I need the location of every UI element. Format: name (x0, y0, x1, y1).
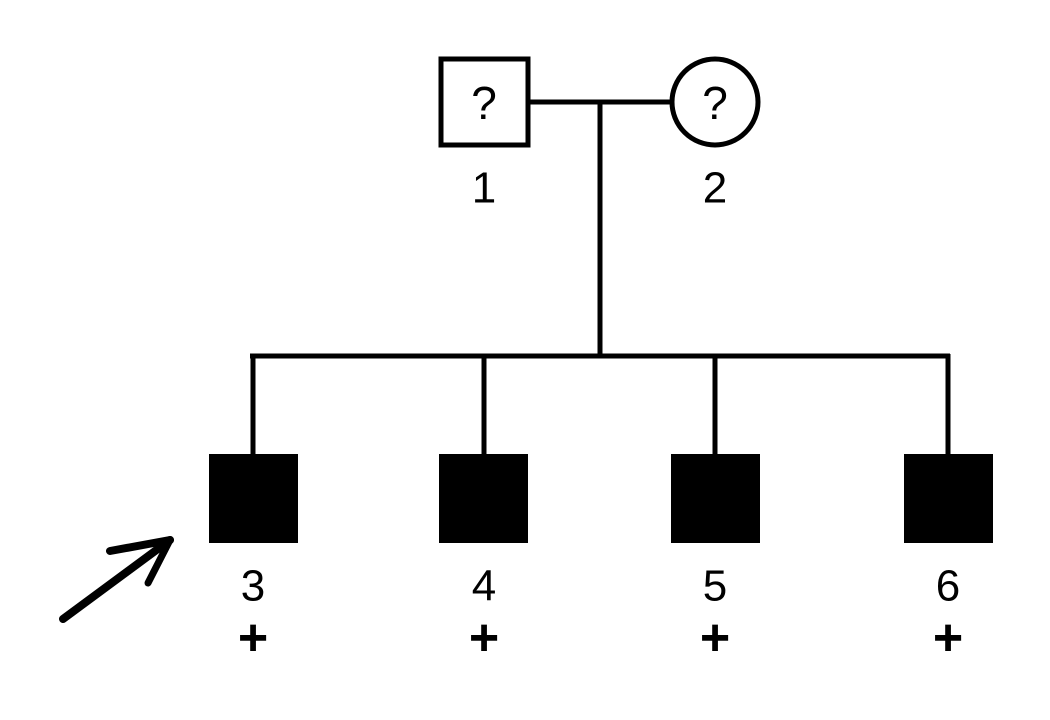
individual-3-status-mark: + (238, 609, 268, 667)
proband-arrow-head-upper (106, 536, 174, 555)
individual-1-id-label: 1 (472, 164, 496, 213)
symbol-square-male-affected[interactable] (904, 454, 993, 543)
individual-4-status-mark: + (469, 609, 499, 667)
symbol-square-male-unaffected[interactable] (438, 56, 531, 148)
individual-3-id-label: 3 (241, 562, 265, 611)
individual-2-id-label: 2 (703, 164, 727, 213)
proband-arrow-shaft (59, 536, 174, 623)
individual-6[interactable]: 6 + (904, 454, 993, 667)
individual-5[interactable]: 5 + (671, 454, 760, 667)
symbol-square-male-affected[interactable] (209, 454, 298, 543)
individual-1-inner-text: ? (471, 77, 497, 129)
proband-arrow (59, 536, 174, 623)
individual-4[interactable]: 4 + (439, 454, 528, 667)
individual-4-id-label: 4 (472, 562, 496, 611)
individual-6-status-mark: + (933, 609, 963, 667)
symbol-square-male-affected[interactable] (671, 454, 760, 543)
individual-2-inner-text: ? (702, 77, 728, 129)
proband-arrow-head-lower (144, 536, 174, 587)
symbol-square-male-affected[interactable] (439, 454, 528, 543)
individual-3[interactable]: 3 + (209, 454, 298, 667)
connector-lines (250, 99, 951, 456)
individual-5-id-label: 5 (703, 562, 727, 611)
symbol-circle-female-unaffected[interactable] (669, 56, 761, 148)
individual-5-status-mark: + (700, 609, 730, 667)
individual-1[interactable]: ? 1 (438, 56, 531, 213)
individual-2[interactable]: ? 2 (669, 56, 761, 213)
individual-6-id-label: 6 (936, 562, 960, 611)
